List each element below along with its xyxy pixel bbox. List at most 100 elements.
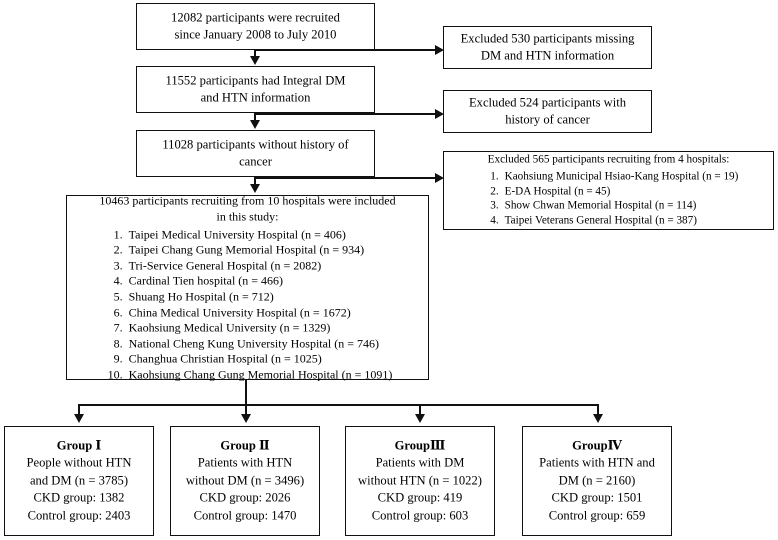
box-excluded-missing-info-line1: Excluded 530 participants missing [460,31,635,46]
connector-fork-bar [78,404,599,407]
box-excluded-cancer-history-line2: history of cancer [505,112,590,127]
box-integral-info-line1: 11552 participants had Integral DM [165,73,346,88]
group-4-desc2: DM (n = 2160) [558,473,636,488]
list-item: 5. Shuang Ho Hospital (n = 712) [103,289,393,305]
list-item-number: 2. [113,242,123,257]
list-item-number: 5. [113,289,123,304]
included-hospital-list: 1. Taipei Medical University Hospital (n… [103,227,393,383]
box-no-cancer: 11028 participants without history of ca… [136,130,375,177]
group-2-desc2: without DM (n = 3496) [185,473,305,488]
list-item: 8. National Cheng Kung University Hospit… [103,336,393,352]
list-item-number: 9. [113,351,123,366]
connector-branch-four-hospitals [254,177,441,180]
arrowhead-to-integral [249,56,260,65]
group-1-control: Control group: 2403 [27,508,131,523]
arrowhead-to-no-cancer [249,120,260,129]
group-4-desc1: Patients with HTN and [539,455,655,470]
list-item: 6. China Medical University Hospital (n … [103,305,393,321]
list-item: 4. Cardinal Tien hospital (n = 466) [103,274,393,290]
list-item-label: Changhua Christian Hospital (n = 1025) [128,351,322,366]
list-item: 9. Changhua Christian Hospital (n = 1025… [103,352,393,368]
list-item: 4. Taipei Veterans General Hospital (n =… [479,213,739,228]
list-item-number: 6. [113,305,123,320]
arrowhead-group-1 [73,414,84,423]
list-item-label: China Medical University Hospital (n = 1… [128,305,351,320]
box-excluded-missing-info-line2: DM and HTN information [480,48,615,63]
list-item-label: Kaohsiung Municipal Hsiao-Kang Hospital … [504,170,739,183]
group-3-title: GroupⅢ [394,438,446,453]
list-item-label: Taipei Veterans General Hospital (n = 38… [504,214,697,227]
box-group-4: GroupⅣ Patients with HTN and DM (n = 216… [522,426,672,536]
group-3-desc2: without HTN (n = 1022) [358,473,482,488]
group-2-control: Control group: 1470 [193,508,297,523]
list-item-number: 1. [490,170,499,183]
list-item-number: 4. [490,214,499,227]
group-1-desc1: People without HTN [26,455,132,470]
list-item: 3. Show Chwan Memorial Hospital (n = 114… [479,199,739,214]
box-excluded-missing-info: Excluded 530 participants missing DM and… [443,26,652,69]
list-item: 1. Kaohsiung Municipal Hsiao-Kang Hospit… [479,170,739,185]
group-2-title: Group Ⅱ [220,438,270,453]
box-excluded-four-hospitals: Excluded 565 participants recruiting fro… [443,151,774,230]
list-item: 7. Kaohsiung Medical University (n = 132… [103,321,393,337]
box-recruited-line2: since January 2008 to July 2010 [174,27,337,42]
list-item: 2. Taipei Chang Gung Memorial Hospital (… [103,243,393,259]
group-3-control: Control group: 603 [371,508,469,523]
connector-fork-leg-1 [78,404,81,417]
connector-no-cancer-to-included [254,177,257,189]
connector-fork-leg-3 [419,404,422,417]
list-item-label: Kaohsiung Chang Gung Memorial Hospital (… [128,367,393,382]
list-item-number: 1. [113,227,123,242]
box-group-1: Group Ⅰ People without HTN and DM (n = 3… [4,426,154,536]
group-3-ckd: CKD group: 419 [377,490,463,505]
arrowhead-group-2 [240,414,251,423]
list-item-label: Show Chwan Memorial Hospital (n = 114) [504,199,697,212]
box-included-line2: in this study: [216,209,279,224]
connector-fork-leg-2 [245,404,248,417]
list-item-number: 7. [113,320,123,335]
group-4-title: GroupⅣ [572,438,622,453]
list-item-label: Taipei Chang Gung Memorial Hospital (n =… [128,242,365,257]
list-item: 3. Tri-Service General Hospital (n = 208… [103,258,393,274]
box-integral-info: 11552 participants had Integral DM and H… [136,66,375,113]
box-included-line1: 10463 participants recruiting from 10 ho… [99,192,396,207]
box-integral-info-line2: and HTN information [200,90,311,105]
connector-included-to-fork [245,380,248,406]
list-item: 1. Taipei Medical University Hospital (n… [103,227,393,243]
list-item-label: Taipei Medical University Hospital (n = … [128,227,346,242]
list-item-number: 8. [113,336,123,351]
group-3-desc1: Patients with DM [375,455,465,470]
box-no-cancer-line2: cancer [239,154,272,169]
box-group-3: GroupⅢ Patients with DM without HTN (n =… [345,426,495,536]
list-item-label: Cardinal Tien hospital (n = 466) [128,273,284,288]
connector-fork-leg-4 [597,404,600,417]
group-4-ckd: CKD group: 1501 [551,490,643,505]
list-item-number: 4. [113,273,123,288]
box-excluded-cancer-history: Excluded 524 participants with history o… [443,90,652,133]
arrowhead-to-included [249,184,260,193]
arrowhead-four-hospitals [435,173,444,184]
box-no-cancer-line1: 11028 participants without history of [162,137,349,152]
group-2-desc1: Patients with HTN [197,455,293,470]
connector-branch-cancer-history [254,113,441,116]
list-item-number: 3. [490,199,499,212]
box-group-2: Group Ⅱ Patients with HTN without DM (n … [170,426,320,536]
group-1-title: Group Ⅰ [56,438,102,453]
list-item: 2. E-DA Hospital (n = 45) [479,184,739,199]
list-item-label: Tri-Service General Hospital (n = 2082) [128,258,322,273]
box-recruited-line1: 12082 participants were recruited [171,10,340,25]
connector-recruited-to-integral [254,49,257,61]
list-item-label: Shuang Ho Hospital (n = 712) [128,289,274,304]
list-item-number: 10. [107,367,123,382]
connector-branch-missing-info [254,49,441,52]
connector-integral-to-no-cancer [254,113,257,125]
excluded-hospital-list: 1. Kaohsiung Municipal Hsiao-Kang Hospit… [479,170,739,228]
list-item: 10. Kaohsiung Chang Gung Memorial Hospit… [103,367,393,383]
list-item-label: E-DA Hospital (n = 45) [504,185,611,198]
list-item-label: Kaohsiung Medical University (n = 1329) [128,320,331,335]
box-excluded-cancer-history-line1: Excluded 524 participants with [468,95,627,110]
box-included-hospitals: 10463 participants recruiting from 10 ho… [66,192,429,383]
arrowhead-group-3 [414,414,425,423]
group-1-desc2: and DM (n = 3785) [29,473,129,488]
